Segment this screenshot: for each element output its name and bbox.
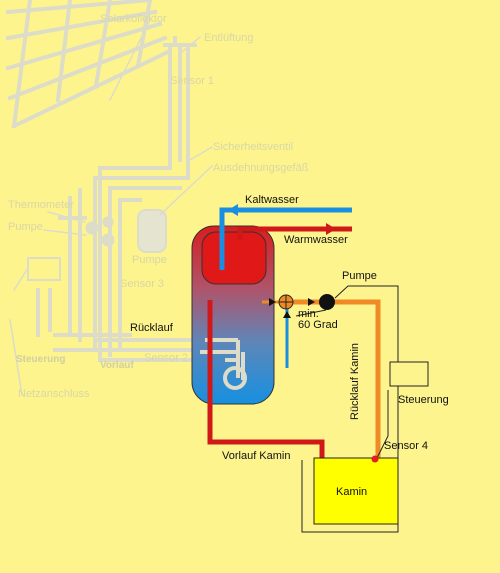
label-sensor2: Sensor 2 [144,352,188,364]
faded-solar-system [5,0,242,396]
expansion-vessel [137,209,167,253]
label-pumpe-left: Pumpe [8,221,43,233]
label-sensor4: Sensor 4 [384,440,428,452]
cold-water-pipe [219,207,352,270]
label-netzanschluss: Netzanschluss [18,388,90,400]
flow-arrow-icon-3 [283,311,291,318]
flow-arrow-icon-2 [308,298,315,306]
label-min: min. [298,308,319,320]
mixing-valve-icon [278,294,294,310]
label-steuerung-faded: Steuerung [16,354,65,365]
kamin-box [313,457,399,525]
label-sensor1: Sensor 1 [170,75,214,87]
hot-water-pipe [237,226,352,240]
solar-coil [200,338,247,390]
label-ruecklauf-kamin: Rücklauf Kamin [349,343,361,420]
label-vorlauf-kamin: Vorlauf Kamin [222,450,290,462]
faded-thermometer-icon [102,216,114,228]
faded-pump-icon-2 [101,233,115,247]
label-thermometer: Thermometer [8,199,74,211]
faded-labels: Solarkollektor Entlüftung Sensor 1 Siche… [8,13,309,400]
label-solarkollektor: Solarkollektor [100,13,167,25]
label-60-grad: 60 Grad [298,319,338,331]
label-pumpe-faded: Pumpe [132,254,167,266]
label-sensor3: Sensor 3 [120,278,164,290]
pump-icon [319,294,335,310]
solar-pipes [36,36,242,362]
label-ausdehnungsgefaess: Ausdehnungsgefäß [213,162,309,174]
kaltwasser-arrow-icon [228,204,238,216]
label-kamin: Kamin [336,486,367,498]
warmwasser-arrow-icon [326,223,336,235]
flow-arrow-icon [269,298,276,306]
main-labels: Kaltwasser Warmwasser Pumpe min. 60 Grad… [130,194,449,498]
faded-control-box [27,257,61,281]
label-pumpe: Pumpe [342,270,377,282]
sensor4-icon [371,455,379,463]
vorlauf-kamin-pipe [207,300,325,460]
hot-water-chamber [201,231,267,285]
label-warmwasser: Warmwasser [284,234,348,246]
solar-collector-panel [5,0,171,129]
steuerung-box [389,361,429,387]
label-ruecklauf: Rücklauf [130,322,174,334]
label-vorlauf-faded: Vorlauf [100,360,134,371]
faded-pump-icon [85,221,99,235]
storage-tank [191,225,275,405]
label-steuerung: Steuerung [398,394,449,406]
label-entlueftung: Entlüftung [204,32,254,44]
label-sicherheitsventil: Sicherheitsventil [213,141,293,153]
label-kaltwasser: Kaltwasser [245,194,299,206]
faded-leader-lines [9,18,214,396]
